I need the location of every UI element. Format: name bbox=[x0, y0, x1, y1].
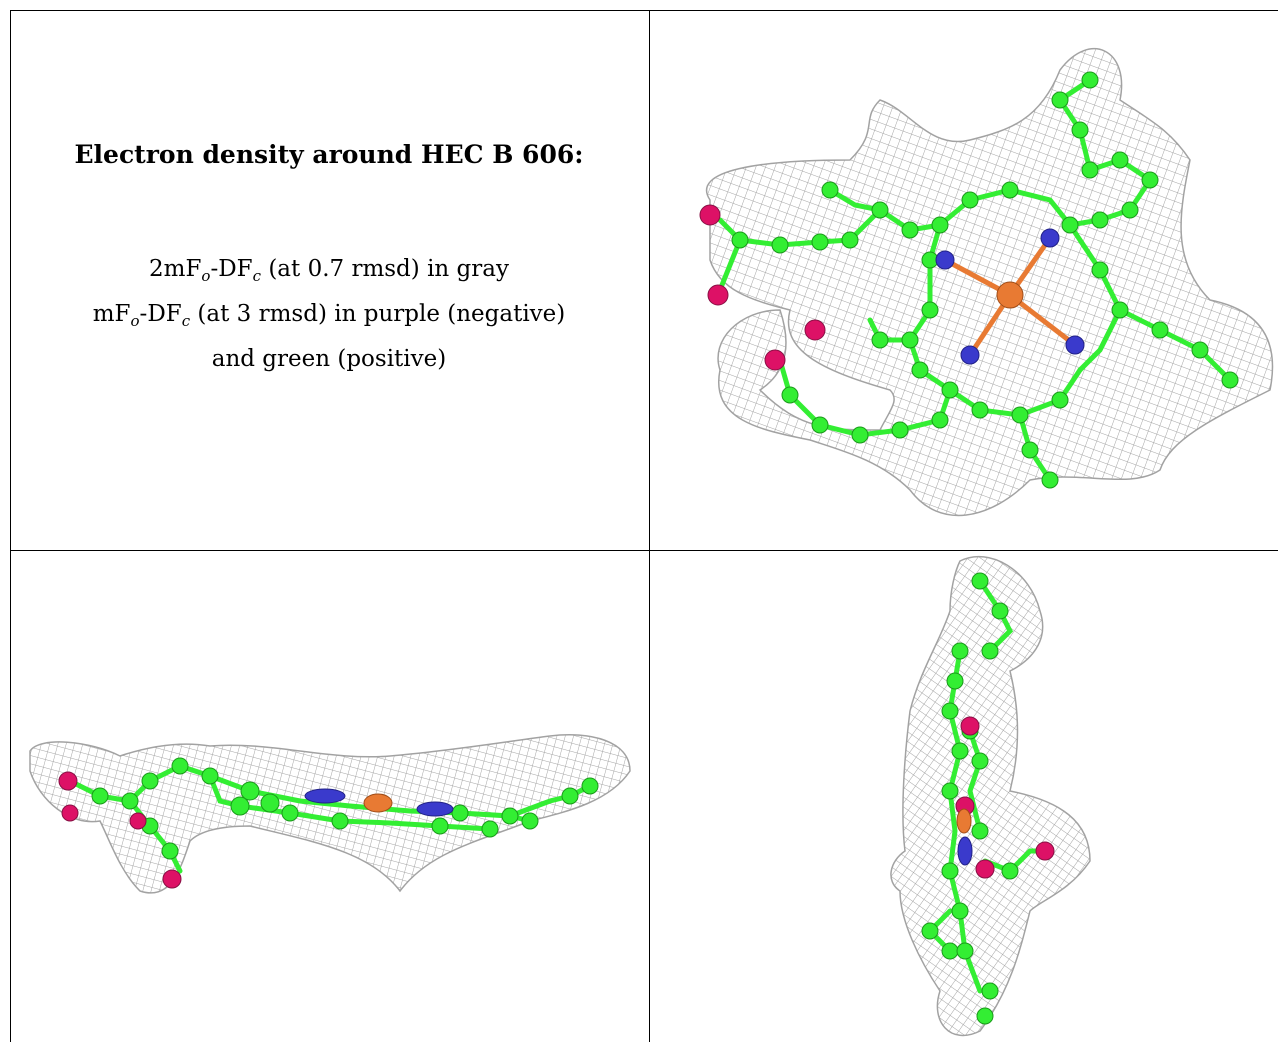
carbon-atoms bbox=[921, 572, 1019, 1025]
oxygen-atoms bbox=[58, 771, 182, 889]
density-mesh bbox=[29, 734, 631, 894]
density-mesh bbox=[890, 555, 1091, 1037]
molecule-face-on-view bbox=[650, 10, 1278, 550]
iron-atom bbox=[996, 281, 1024, 309]
legend-panel: Electron density around HEC B 606: 2mFo-… bbox=[10, 10, 648, 550]
bonds bbox=[926, 578, 1048, 994]
middle-border bbox=[10, 550, 1278, 551]
legend-line-purple: mFo-DFc (at 3 rmsd) in purple (negative) bbox=[92, 301, 566, 330]
left-border bbox=[10, 10, 11, 1042]
nitrogen-atoms bbox=[957, 836, 973, 866]
molecule-edge-on-horizontal-view bbox=[10, 551, 648, 1042]
carbon-atoms bbox=[91, 757, 599, 860]
center-divider bbox=[649, 10, 650, 1042]
legend-caption: 2mFo-DFc (at 0.7 rmsd) in gray mFo-DFc (… bbox=[10, 250, 648, 378]
heme-face-on-svg bbox=[699, 48, 1274, 517]
figure-title: Electron density around HEC B 606: bbox=[74, 140, 584, 169]
oxygen-atoms bbox=[955, 716, 1055, 879]
legend-line-green: and green (positive) bbox=[211, 346, 447, 372]
iron-atom bbox=[363, 793, 393, 813]
nitrogen-atoms bbox=[935, 228, 1085, 365]
legend-line-gray: 2mFo-DFc (at 0.7 rmsd) in gray bbox=[149, 256, 509, 285]
carbon-atoms bbox=[731, 71, 1239, 489]
top-border bbox=[10, 10, 1278, 11]
heme-edge-horizontal-svg bbox=[29, 734, 631, 894]
nitrogen-atoms bbox=[304, 788, 454, 817]
molecule-edge-on-vertical-view bbox=[650, 551, 1278, 1042]
oxygen-atoms bbox=[699, 204, 826, 371]
heme-edge-vertical-svg bbox=[890, 555, 1091, 1037]
iron-atom bbox=[956, 808, 972, 834]
